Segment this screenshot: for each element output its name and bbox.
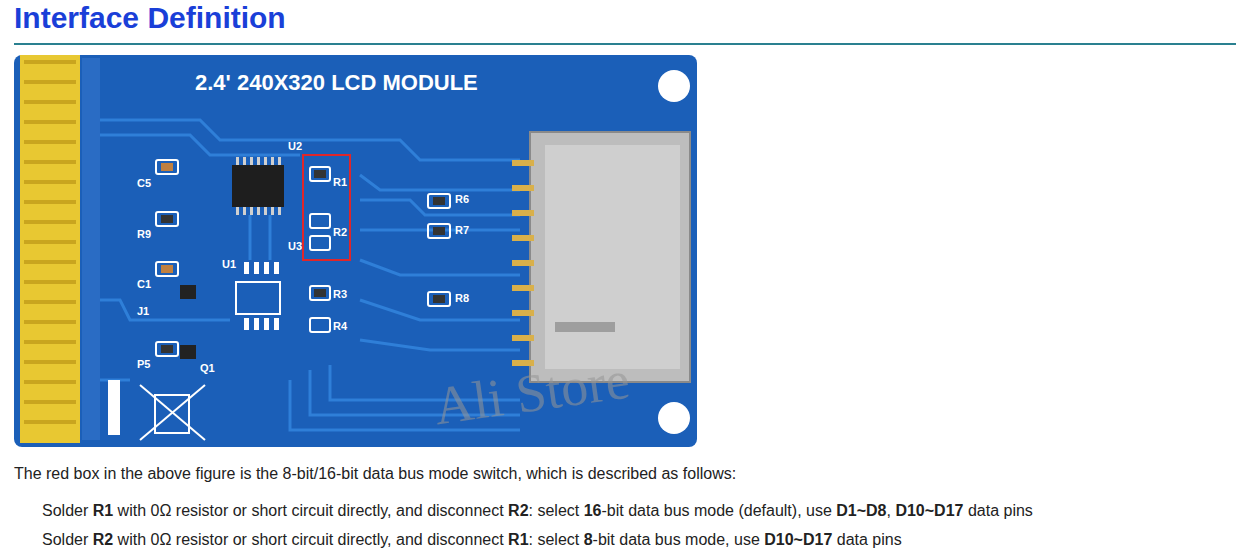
component-label: R3 <box>333 288 347 301</box>
watermark: Ali Store <box>430 348 634 440</box>
bullet-text: Solder R2 with 0Ω resistor or short circ… <box>42 530 902 549</box>
component-label: R7 <box>455 224 469 237</box>
component-label: C1 <box>137 278 151 291</box>
chip-outline <box>236 282 280 314</box>
weee-bin-symbol <box>140 385 205 440</box>
bullet-text: Solder R1 with 0Ω resistor or short circ… <box>42 501 1033 520</box>
component-label: U2 <box>288 140 302 153</box>
title-rule <box>14 43 1236 45</box>
mounting-hole <box>658 70 690 102</box>
component-label: R9 <box>137 228 151 241</box>
component-label: Q1 <box>200 362 215 375</box>
component-label: R4 <box>333 320 347 333</box>
component-label: R2 <box>333 226 347 239</box>
component-label: R1 <box>333 176 347 189</box>
component-label: J1 <box>137 305 149 318</box>
mode-switch-highlight <box>303 155 350 260</box>
pcb-board <box>14 55 697 447</box>
component-label: P5 <box>137 358 150 371</box>
description-text: The red box in the above figure is the 8… <box>14 464 736 483</box>
ic-chip <box>232 157 284 215</box>
component-label: U1 <box>222 258 236 271</box>
silkscreen-bar <box>108 380 120 435</box>
component-label: U3 <box>288 240 302 253</box>
board-title: 2.4' 240X320 LCD MODULE <box>195 70 478 96</box>
mounting-hole <box>658 402 690 434</box>
component-label: R6 <box>455 193 469 206</box>
sd-card-slot <box>512 132 690 382</box>
component-label: R8 <box>455 292 469 305</box>
component-label: C5 <box>137 177 151 190</box>
pin-header <box>20 55 100 443</box>
page-title: Interface Definition <box>14 0 286 36</box>
pads <box>244 262 279 330</box>
